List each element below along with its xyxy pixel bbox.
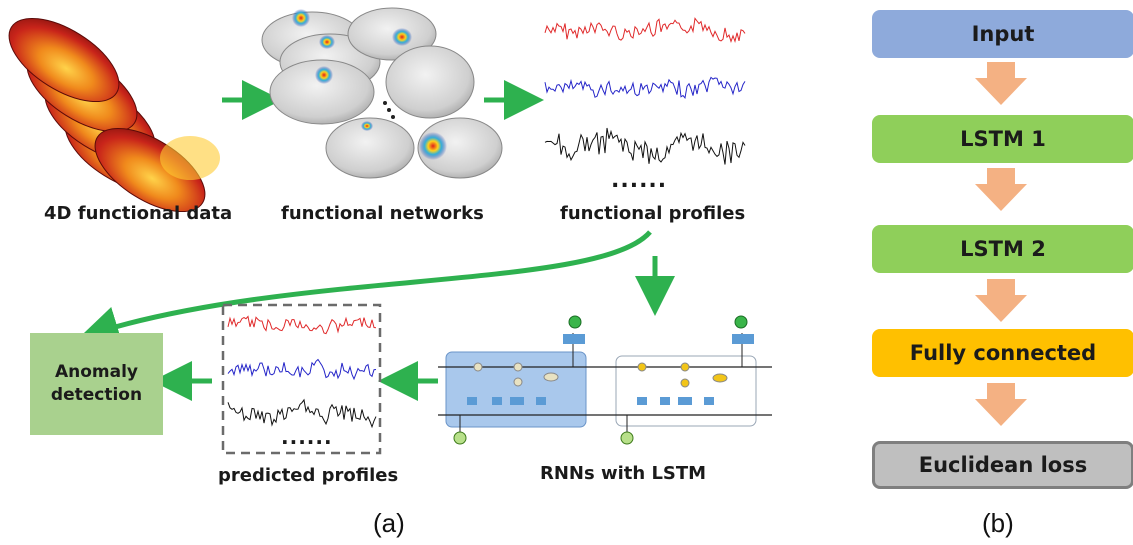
flow-box-euclidean-loss: Euclidean loss	[872, 441, 1133, 489]
flow-box-lstm-1: LSTM 1	[872, 115, 1133, 163]
flow-box-lstm-1-label: LSTM 1	[960, 127, 1046, 151]
4d-functional-data-image	[8, 17, 220, 213]
profiles-ellipsis: ......	[611, 168, 668, 193]
label-4d-functional-data: 4D functional data	[44, 203, 233, 224]
panel-b-label: (b)	[982, 508, 1014, 538]
flow-box-lstm-2: LSTM 2	[872, 225, 1133, 273]
arrow-profiles-to-anomaly	[78, 230, 652, 346]
predicted-profile-blue	[227, 358, 377, 381]
flow-box-input-label: Input	[971, 22, 1035, 46]
flow-arrows	[975, 62, 1027, 426]
label-rnns-with-lstm: RNNs with LSTM	[540, 463, 707, 484]
anomaly-line1: Anomaly	[54, 362, 139, 383]
anomaly-line2: detection	[50, 385, 143, 405]
predicted-profile-black	[227, 398, 377, 429]
functional-profile-blue	[544, 76, 746, 100]
flow-box-lstm-2-label: LSTM 2	[960, 237, 1046, 261]
panel-a-label: (a)	[373, 508, 405, 538]
functional-networks-image	[261, 7, 503, 179]
predicted-ellipsis: ......	[281, 425, 333, 449]
predicted-profile-red	[227, 315, 377, 335]
flow-box-euclidean-loss-label: Euclidean loss	[918, 453, 1088, 477]
flow-box-input: Input	[872, 10, 1133, 58]
lstm-network-diagram	[438, 315, 772, 445]
functional-profile-red	[544, 17, 746, 44]
label-predicted-profiles: predicted profiles	[218, 465, 399, 486]
flow-box-fully-connected: Fully connected	[872, 329, 1133, 377]
functional-profile-black	[544, 127, 746, 165]
label-functional-networks: functional networks	[281, 203, 484, 224]
predicted-profiles-box	[221, 303, 382, 455]
anomaly-detection-box: Anomaly detection	[30, 333, 163, 435]
flow-box-fully-connected-label: Fully connected	[909, 341, 1097, 365]
label-functional-profiles: functional profiles	[560, 203, 746, 224]
